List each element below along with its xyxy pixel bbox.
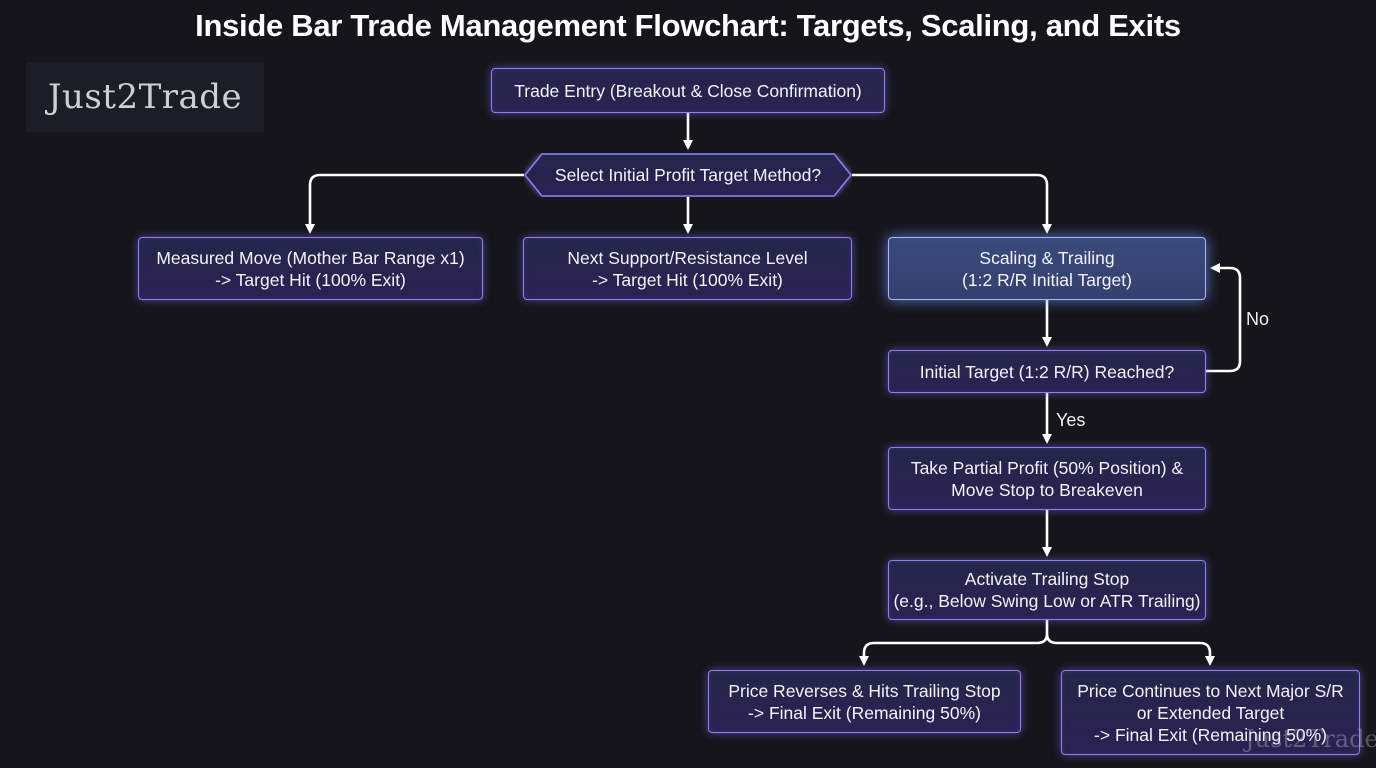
no-label: No xyxy=(1246,309,1270,329)
measured-move-node: Measured Move (Mother Bar Range x1) -> T… xyxy=(138,237,483,300)
partial-line1: Take Partial Profit (50% Position) & xyxy=(910,457,1184,478)
reverses-line2: -> Final Exit (Remaining 50%) xyxy=(748,702,981,723)
target-reached-decision: Initial Target (1:2 R/R) Reached? xyxy=(888,350,1206,393)
watermark: Just2Trade xyxy=(1245,725,1376,753)
scaling-line2: (1:2 R/R Initial Target) xyxy=(962,269,1132,290)
continues-line2: or Extended Target xyxy=(1136,702,1285,723)
next-sr-line2: -> Target Hit (100% Exit) xyxy=(592,269,783,290)
price-reverses-node: Price Reverses & Hits Trailing Stop -> F… xyxy=(708,670,1021,733)
target-method-decision: Select Initial Profit Target Method? xyxy=(524,153,852,197)
partial-line2: Move Stop to Breakeven xyxy=(951,479,1143,500)
target-reached-text: Initial Target (1:2 R/R) Reached? xyxy=(919,361,1175,382)
partial-profit-node: Take Partial Profit (50% Position) & Mov… xyxy=(888,447,1206,510)
trade-entry-text: Trade Entry (Breakout & Close Confirmati… xyxy=(514,80,862,101)
decision-shape xyxy=(524,153,852,197)
yes-label: Yes xyxy=(1056,410,1086,430)
continues-line3: -> Final Exit (Remaining 50%) xyxy=(1094,724,1327,745)
next-sr-node: Next Support/Resistance Level -> Target … xyxy=(523,237,852,300)
continues-line1: Price Continues to Next Major S/R xyxy=(1077,680,1344,701)
arrow-trailing-to-continues xyxy=(1045,633,1215,666)
flowchart-title: Inside Bar Trade Management Flowchart: T… xyxy=(195,8,1181,43)
target-method-decision-text: Select Initial Profit Target Method? xyxy=(554,164,822,185)
brand-logo: Just2Trade xyxy=(26,62,264,132)
measured-move-line2: -> Target Hit (100% Exit) xyxy=(215,269,406,290)
scaling-line1: Scaling & Trailing xyxy=(979,247,1115,268)
trailing-stop-node: Activate Trailing Stop (e.g., Below Swin… xyxy=(888,560,1206,620)
trade-entry-node: Trade Entry (Breakout & Close Confirmati… xyxy=(491,68,885,113)
measured-move-line1: Measured Move (Mother Bar Range x1) xyxy=(156,247,465,268)
trailing-line2: (e.g., Below Swing Low or ATR Trailing) xyxy=(893,591,1201,611)
scaling-trailing-node: Scaling & Trailing (1:2 R/R Initial Targ… xyxy=(888,237,1206,300)
arrow-decision-to-measured xyxy=(305,173,524,234)
price-continues-node: Price Continues to Next Major S/R or Ext… xyxy=(1061,670,1360,755)
next-sr-line1: Next Support/Resistance Level xyxy=(567,247,808,268)
trailing-line1: Activate Trailing Stop xyxy=(964,569,1130,589)
arrow-trailing-branch xyxy=(859,620,1049,666)
arrow-decision-to-scaling xyxy=(852,173,1052,234)
reverses-line1: Price Reverses & Hits Trailing Stop xyxy=(728,680,1001,701)
arrow-no-loop xyxy=(1206,263,1242,373)
